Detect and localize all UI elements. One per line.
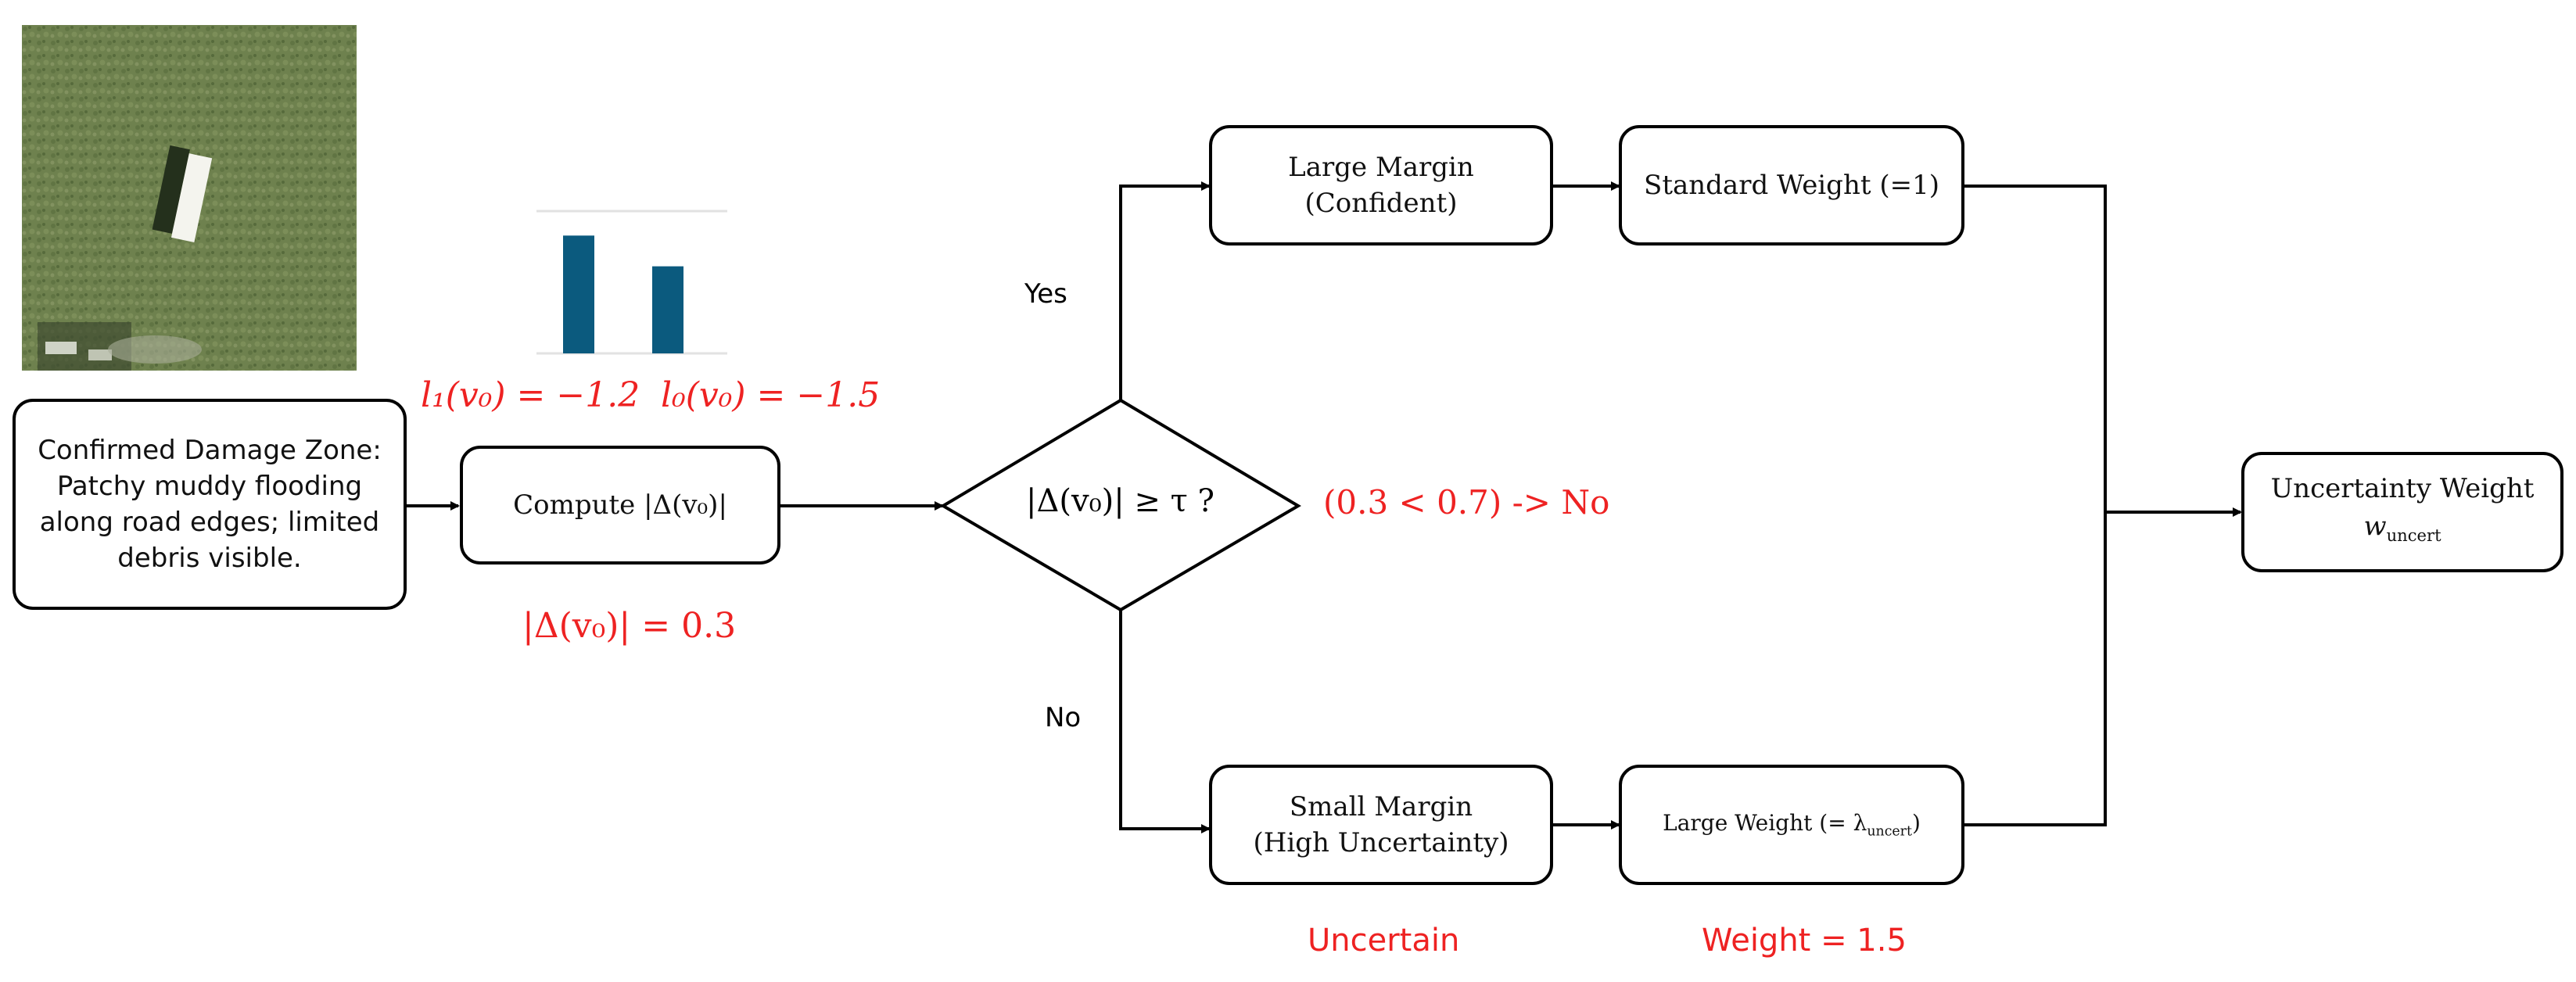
uncertainty-weight-output-box: Uncertainty Weight wuncert	[2241, 452, 2563, 572]
satellite-image	[22, 25, 357, 371]
delta-value-label: |Δ(v₀)| = 0.3	[522, 606, 737, 646]
standard-weight-label: Standard Weight (=1)	[1644, 170, 1939, 201]
logit-bar-chart	[536, 210, 727, 355]
output-title: Uncertainty Weight	[2270, 473, 2535, 505]
arrow-decision-yes	[1119, 181, 1211, 400]
large-weight-label-main: Large Weight (= λ	[1663, 810, 1867, 837]
arrow-decision-no	[1119, 610, 1211, 833]
input-line-4: debris visible.	[117, 543, 302, 574]
yes-branch-label: Yes	[1024, 278, 1067, 310]
logit-bar-1	[652, 266, 683, 353]
weight-value-label: Weight = 1.5	[1702, 923, 1907, 959]
output-symbol: wuncert	[2363, 507, 2441, 554]
input-line-1: Confirmed Damage Zone:	[38, 435, 382, 466]
output-symbol-main: w	[2363, 511, 2387, 543]
compute-delta-box: Compute |Δ(v₀)|	[460, 446, 780, 564]
logit-label-class-0: l₀(v₀) = −1.5	[661, 375, 881, 415]
input-line-2: Patchy muddy flooding	[56, 471, 363, 502]
input-description-box: Confirmed Damage Zone: Patchy muddy floo…	[13, 399, 407, 610]
standard-weight-box: Standard Weight (=1)	[1619, 125, 1964, 246]
no-branch-label: No	[1045, 702, 1082, 733]
large-weight-label: Large Weight (= λuncert)	[1663, 810, 1921, 840]
large-weight-box: Large Weight (= λuncert)	[1619, 765, 1964, 885]
small-margin-title: Small Margin	[1289, 791, 1473, 823]
decision-condition-label: |Δ(v₀)| ≥ τ ?	[1026, 483, 1214, 519]
large-margin-box: Large Margin (Confident)	[1209, 125, 1553, 246]
large-margin-title: Large Margin	[1288, 152, 1474, 183]
connector-standard-weight-to-merge	[1964, 185, 2107, 826]
small-margin-box: Small Margin (High Uncertainty)	[1209, 765, 1553, 885]
logit-bar-0	[563, 235, 594, 353]
large-weight-label-subscript: uncert	[1867, 823, 1912, 840]
small-margin-subtitle: (High Uncertainty)	[1253, 827, 1509, 858]
compute-delta-label: Compute |Δ(v₀)|	[513, 489, 727, 521]
decision-annotation: (0.3 < 0.7) -> No	[1323, 483, 1610, 521]
output-symbol-subscript: uncert	[2386, 525, 2441, 545]
decision-diamond	[940, 398, 1301, 612]
input-line-3: along road edges; limited	[39, 507, 380, 538]
uncertain-label: Uncertain	[1308, 923, 1460, 959]
logit-label-class-1: l₁(v₀) = −1.2	[421, 375, 640, 415]
large-weight-label-end: )	[1911, 810, 1921, 837]
large-margin-subtitle: (Confident)	[1304, 188, 1458, 219]
